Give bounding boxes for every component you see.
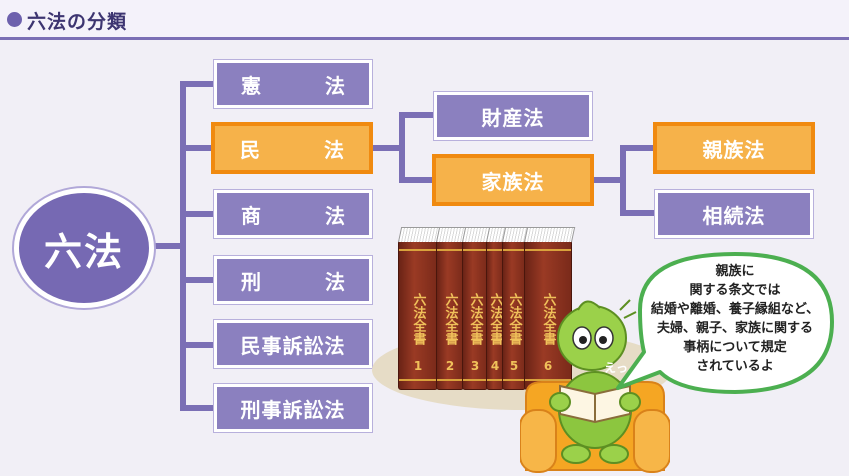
- bubble-line: 夫婦、親子、家族に関する: [656, 321, 813, 336]
- bullet-icon: [7, 12, 22, 27]
- book-volume: 六法全書 2: [436, 227, 468, 390]
- node-sozokuho: 相続法: [655, 190, 813, 238]
- section-header: 六法の分類: [0, 0, 849, 40]
- node-zaisanho: 財産法: [434, 92, 592, 140]
- bubble-line: 結婚や離婚、養子縁組など、: [650, 302, 820, 317]
- root-node-roppo: 六法: [14, 188, 154, 308]
- node-kazokuho: 家族法: [432, 154, 594, 206]
- node-shoho: 商 法: [214, 190, 372, 238]
- bubble-line: 親族に: [715, 264, 755, 279]
- book-volume: 六法全書 3: [462, 227, 492, 390]
- bubble-line: されているよ: [696, 359, 774, 374]
- node-minpo: 民 法: [211, 122, 373, 174]
- node-keiji-soshoho: 刑事訴訟法: [214, 384, 372, 432]
- speech-bubble-text: 親族に 関する条文では 結婚や離婚、養子縁組など、 夫婦、親子、家族に関する 事…: [640, 262, 830, 376]
- bubble-line: 関する条文では: [689, 283, 781, 298]
- book-volume: 六法全書 1: [398, 227, 442, 390]
- bubble-line: 事柄について規定: [683, 340, 787, 355]
- section-title: 六法の分類: [27, 11, 128, 33]
- mascot-reading-icon: えっ: [520, 299, 670, 473]
- node-keiho: 刑 法: [214, 256, 372, 304]
- node-minji-soshoho: 民事訴訟法: [214, 320, 372, 368]
- book-volume: 六法全書 5: [502, 227, 530, 390]
- mascot-exclaim: えっ: [604, 361, 628, 375]
- node-shinzokuho: 親族法: [653, 122, 815, 174]
- book-volume: 六法全書 6: [524, 227, 576, 390]
- speech-bubble: [616, 252, 834, 394]
- node-kenpo: 憲 法: [214, 60, 372, 108]
